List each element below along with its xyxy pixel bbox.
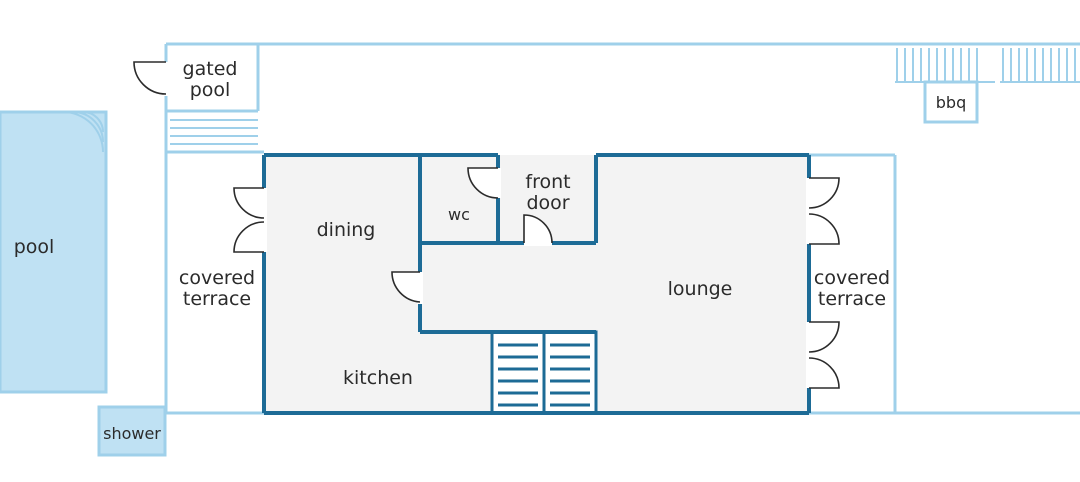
covered-terrace-left-line1: covered — [179, 267, 255, 289]
lounge-terrace-door-bottom-icon — [806, 321, 840, 389]
gated-pool-steps — [170, 119, 258, 145]
kitchen-door-icon — [391, 271, 423, 304]
gate-door-icon — [133, 61, 169, 96]
dining-terrace-door-icon — [233, 187, 267, 253]
house-floor — [264, 155, 809, 413]
pool — [0, 110, 108, 394]
gated-pool-label-line1: gated — [183, 58, 238, 80]
pool-ladder-icon — [62, 111, 104, 153]
gated-pool-label-line2: pool — [190, 79, 231, 101]
shower-label: shower — [103, 424, 161, 443]
stair-treads — [498, 332, 590, 413]
dining-label: dining — [317, 219, 376, 241]
wc-label: wc — [448, 205, 470, 224]
covered-terrace-right-line2: terrace — [818, 288, 886, 310]
lounge-label: lounge — [668, 278, 733, 300]
lounge-terrace-door-top-icon — [806, 177, 840, 245]
covered-terrace-left-line2: terrace — [183, 288, 251, 310]
front-door-label-line2: door — [526, 192, 569, 214]
pool-label: pool — [14, 236, 55, 258]
shower — [97, 405, 167, 457]
kitchen-label: kitchen — [343, 367, 413, 389]
wc-door-icon — [467, 167, 501, 199]
bbq-label: bbq — [936, 93, 966, 112]
bbq-grills-right — [1000, 48, 1080, 83]
front-door-label-line1: front — [525, 171, 570, 193]
bbq-grills-left — [895, 48, 995, 83]
front-door-icon — [523, 214, 553, 246]
covered-terrace-right-line1: covered — [814, 267, 890, 289]
gated-pool-enclosure — [166, 44, 264, 154]
bbq-box — [923, 80, 979, 124]
